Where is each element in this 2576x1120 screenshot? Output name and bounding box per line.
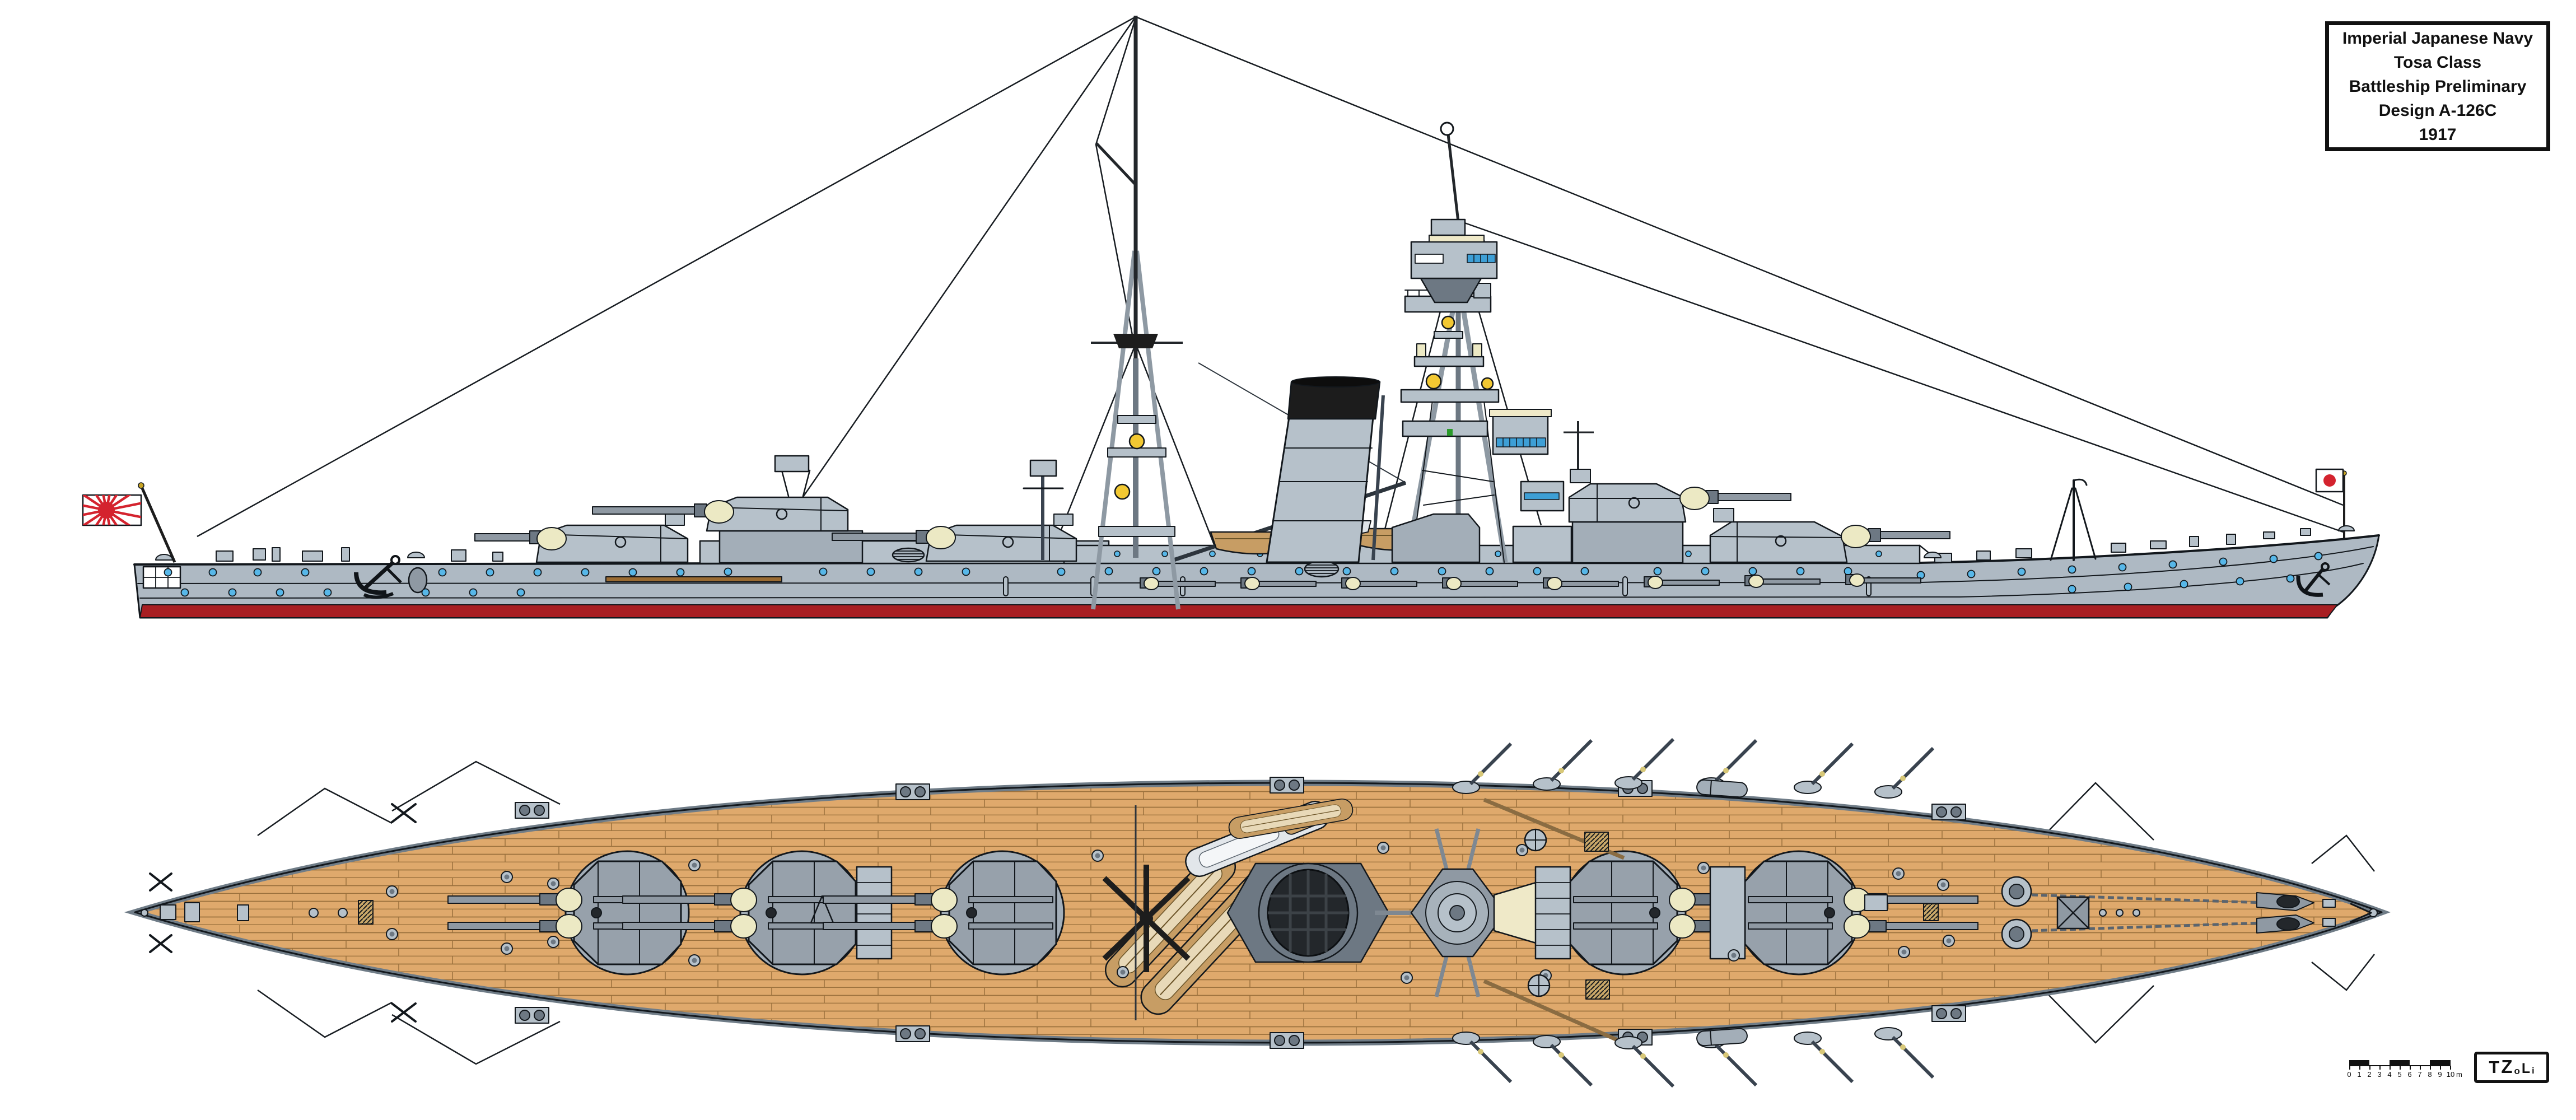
searchlight-icon bbox=[1114, 483, 1131, 500]
searchlight-icon bbox=[1441, 315, 1455, 330]
x-turret-rangefinder bbox=[774, 455, 811, 497]
plan-funnel bbox=[1226, 862, 1390, 963]
title-line-navy: Imperial Japanese Navy bbox=[2342, 29, 2533, 48]
scale-label: 3 bbox=[2377, 1070, 2382, 1079]
plan-rigging-triangles bbox=[257, 760, 2375, 1065]
plan-turret-x bbox=[622, 850, 893, 976]
hinomaru-disc-icon bbox=[2323, 474, 2336, 487]
scale-bar: 0 1 2 3 4 5 6 7 8 9 10 m bbox=[2347, 1060, 2478, 1088]
side-view bbox=[82, 16, 2380, 619]
plan-anchor-gear bbox=[1864, 867, 2378, 958]
stern-casemate-port bbox=[408, 567, 428, 594]
stowed-boom bbox=[605, 576, 782, 582]
artist-logo: T Z o L i bbox=[2474, 1052, 2549, 1083]
plan-booms-winches bbox=[1483, 797, 1625, 1043]
rigging-lines bbox=[197, 16, 2344, 559]
scale-label: 2 bbox=[2367, 1070, 2372, 1079]
title-line-type: Battleship Preliminary bbox=[2349, 77, 2527, 96]
scale-label: 4 bbox=[2387, 1070, 2392, 1079]
casemate-guns bbox=[1140, 573, 1921, 590]
stern-anchor-icon bbox=[354, 555, 402, 599]
title-box: Imperial Japanese Navy Tosa Class Battle… bbox=[2325, 21, 2550, 151]
turret-a-side bbox=[1709, 508, 1950, 563]
plan-edge-fittings bbox=[149, 739, 1966, 1086]
hull-profile bbox=[133, 534, 2380, 619]
stern-ensign-flag bbox=[82, 482, 176, 563]
plan-boat-cluster bbox=[1098, 796, 1355, 1021]
scale-label: 8 bbox=[2428, 1070, 2432, 1079]
bow-anchor-icon bbox=[2296, 562, 2331, 597]
scale-label: 0 bbox=[2347, 1070, 2351, 1079]
scale-segment bbox=[2349, 1060, 2369, 1066]
scale-label: 9 bbox=[2438, 1070, 2442, 1079]
funnel bbox=[1266, 376, 1385, 563]
bridge-windows bbox=[1467, 254, 1496, 263]
scale-label: 10 bbox=[2446, 1070, 2455, 1079]
stern-gallery bbox=[142, 566, 181, 589]
aft-charthouse bbox=[1489, 409, 1552, 455]
searchlight-icon bbox=[1481, 377, 1494, 390]
waterline-stripe bbox=[139, 604, 2338, 618]
scale-label: 6 bbox=[2407, 1070, 2412, 1079]
turret-y-side bbox=[474, 514, 689, 563]
scale-segment bbox=[2390, 1060, 2410, 1066]
derrick-star bbox=[1102, 865, 1191, 972]
plan-view bbox=[124, 739, 2391, 1086]
title-line-year: 1917 bbox=[2419, 125, 2457, 144]
searchlight-icon bbox=[1128, 433, 1145, 450]
scale-label: 7 bbox=[2418, 1070, 2422, 1079]
foremast-tripod bbox=[1091, 16, 1183, 610]
main-tower-mast bbox=[1391, 122, 1572, 563]
plan-tower bbox=[1375, 828, 1552, 997]
aft-kingpost bbox=[1023, 459, 1064, 560]
bow-jack-flag bbox=[2315, 468, 2347, 561]
title-line-design: Design A-126C bbox=[2378, 101, 2497, 120]
title-line-class: Tosa Class bbox=[2393, 53, 2482, 72]
scale-label: 5 bbox=[2397, 1070, 2402, 1079]
turret-q-side bbox=[832, 514, 1077, 562]
forecastle-fittings bbox=[155, 478, 2355, 563]
plan-turret-a bbox=[1709, 850, 1979, 976]
scale-segment bbox=[2430, 1060, 2451, 1066]
turret-b-side bbox=[1564, 421, 1791, 564]
scale-unit: m bbox=[2456, 1070, 2462, 1079]
plan-stern-fittings bbox=[141, 871, 559, 955]
conning-tower bbox=[1391, 480, 1572, 563]
plan-turret-b bbox=[1534, 850, 1804, 976]
searchlight-icon bbox=[1425, 373, 1442, 390]
scale-label: 1 bbox=[2357, 1070, 2362, 1079]
